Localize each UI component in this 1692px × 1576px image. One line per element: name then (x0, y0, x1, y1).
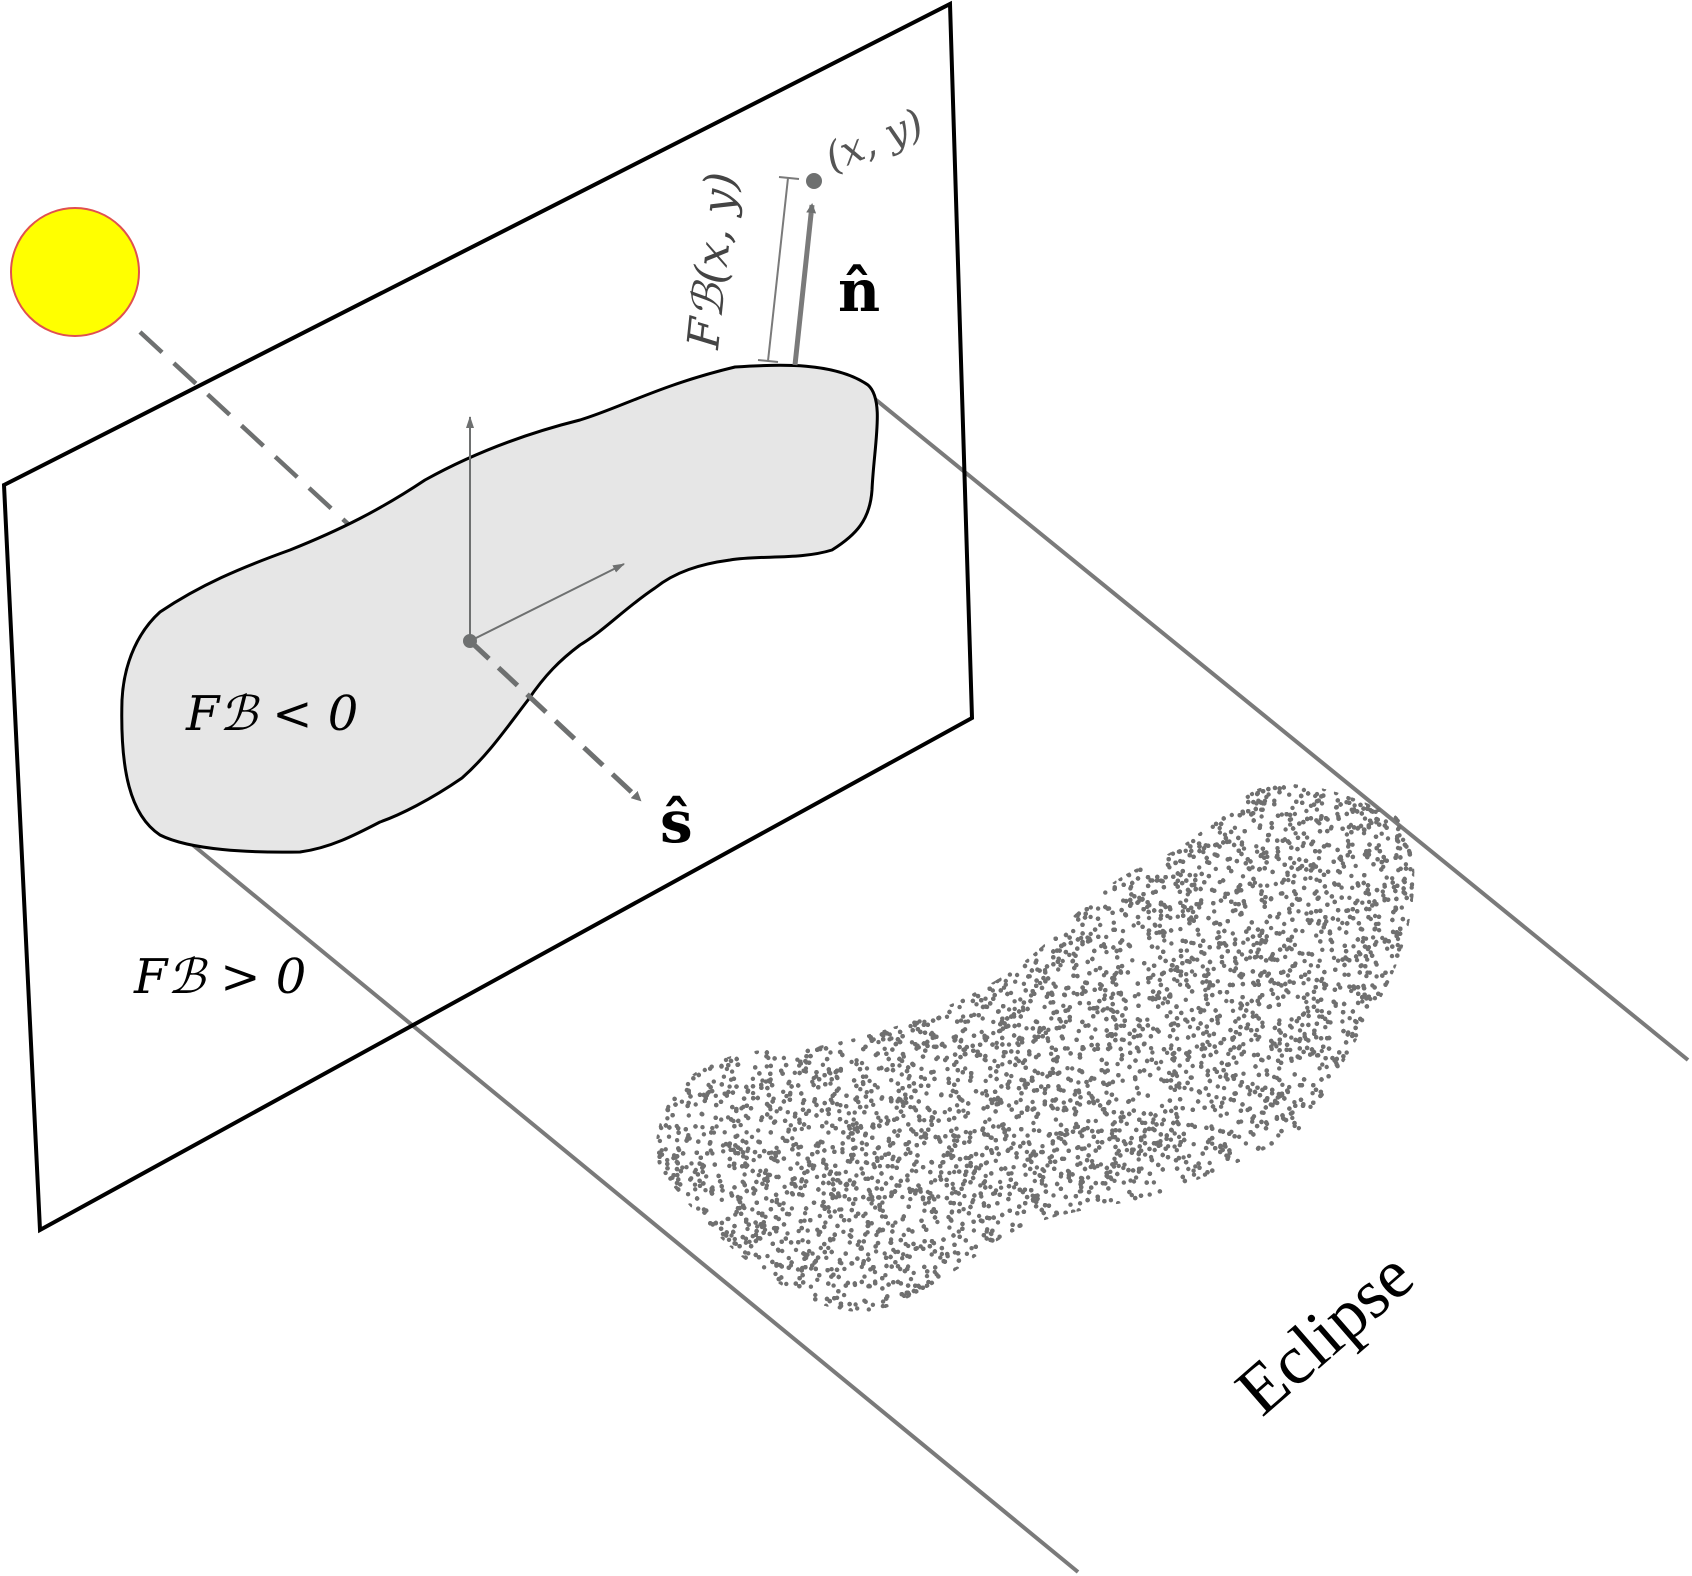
body-silhouette (120, 363, 879, 854)
normal-arrow (792, 203, 817, 366)
sun-ray-dashed (138, 330, 362, 537)
label-eclipse: Eclipse (1222, 1237, 1428, 1430)
label-sun-vector: ŝ (660, 788, 693, 856)
query-point-dot (806, 173, 822, 189)
image-plane (1, 0, 975, 1234)
shadow-point-cloud (656, 784, 1415, 1312)
sun-icon (10, 207, 140, 337)
label-query-point: (x, y) (819, 100, 931, 181)
projection-rail-upper (868, 393, 1690, 1062)
body-axis-diagonal (469, 563, 625, 642)
label-region-outside: Fℬ > 0 (133, 949, 306, 1005)
label-region-inside: Fℬ < 0 (185, 686, 358, 742)
label-normal-vector: n̂ (838, 257, 880, 325)
label-distance: Fℬ(x, y) (678, 170, 747, 352)
projection-rail-lower (158, 816, 1080, 1574)
body-origin-dot (463, 634, 477, 648)
distance-bracket (757, 176, 800, 363)
